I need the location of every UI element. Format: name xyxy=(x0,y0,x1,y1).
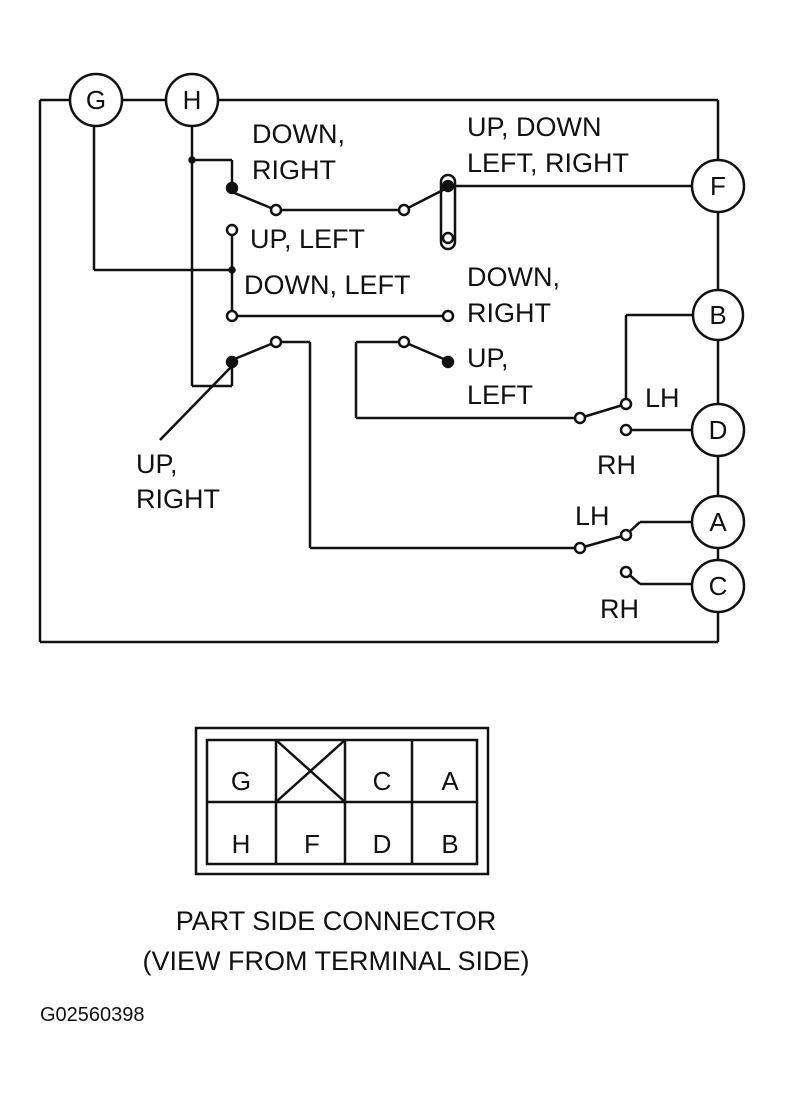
terminal-c: C xyxy=(690,558,746,614)
terminal-c-label: C xyxy=(709,571,728,601)
connector-caption-1: PART SIDE CONNECTOR xyxy=(176,906,497,936)
terminal-f-label: F xyxy=(710,171,726,201)
label-up-left-mid-2: LEFT xyxy=(467,380,533,410)
connector-cell-b: B xyxy=(441,829,458,859)
terminal-b: B xyxy=(691,288,745,342)
terminal-a-label: A xyxy=(709,507,727,537)
connector-cell-h: H xyxy=(232,829,251,859)
blank-cell-cross-2 xyxy=(275,739,346,803)
label-lh-lower: LH xyxy=(575,501,610,531)
terminal-h: H xyxy=(164,72,220,128)
label-up-down-1: UP, DOWN xyxy=(467,112,602,142)
label-down-left: DOWN, LEFT xyxy=(244,270,411,300)
terminal-d-label: D xyxy=(709,415,728,445)
connector: G C A H F D B xyxy=(194,726,490,876)
terminal-g-label: G xyxy=(86,85,106,115)
connector-cell-g: G xyxy=(231,766,251,796)
label-up-right-1: UP, xyxy=(136,449,178,479)
label-up-left-top: UP, LEFT xyxy=(250,224,365,254)
label-down-right-mid-1: DOWN, xyxy=(467,262,560,292)
terminal-f: F xyxy=(690,158,746,214)
terminal-b-label: B xyxy=(709,300,726,330)
wires xyxy=(38,98,720,644)
connector-cell-a: A xyxy=(441,766,459,796)
label-up-right-2: RIGHT xyxy=(136,484,220,514)
terminal-g: G xyxy=(68,72,124,128)
terminal-h-label: H xyxy=(183,85,202,115)
label-up-left-mid-1: UP, xyxy=(467,343,509,373)
connector-cell-f: F xyxy=(304,829,320,859)
figure-id: G02560398 xyxy=(40,1004,145,1026)
connector-caption-2: (VIEW FROM TERMINAL SIDE) xyxy=(142,946,529,976)
connector-outer xyxy=(194,726,490,876)
label-lh-upper: LH xyxy=(645,383,680,413)
label-rh-lower: RH xyxy=(600,594,639,624)
label-down-right-mid-2: RIGHT xyxy=(467,298,551,328)
connector-cell-c: C xyxy=(373,766,392,796)
label-up-down-2: LEFT, RIGHT xyxy=(467,148,629,178)
connector-cell-d: D xyxy=(373,829,392,859)
label-down-right-top-1: DOWN, xyxy=(252,119,345,149)
switch-contacts xyxy=(188,156,633,579)
label-down-right-top-2: RIGHT xyxy=(252,155,336,185)
label-rh-upper: RH xyxy=(597,450,636,480)
terminal-a: A xyxy=(690,494,746,550)
terminal-d: D xyxy=(690,402,746,458)
